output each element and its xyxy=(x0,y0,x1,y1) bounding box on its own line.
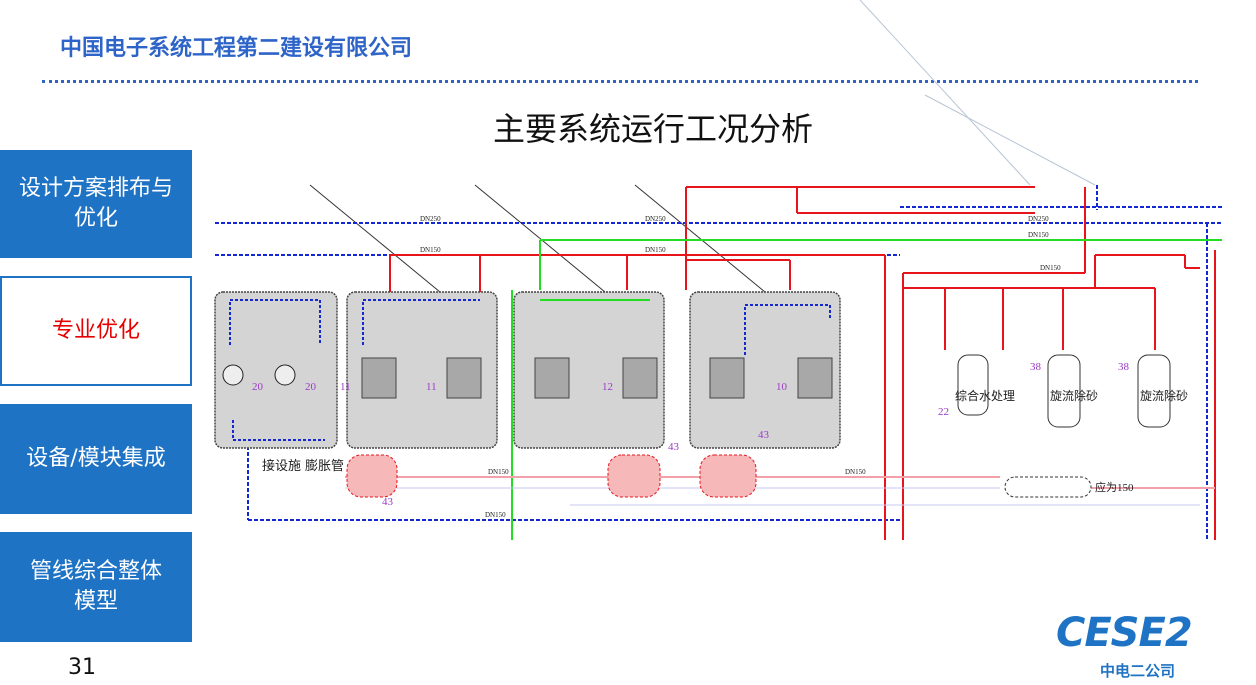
pipe-tag: DN150 xyxy=(1040,264,1061,272)
pipe-note-label: 应为150 xyxy=(1095,480,1134,494)
pipe-tag: DN150 xyxy=(420,246,441,254)
pipe-tag: DN250 xyxy=(420,215,441,223)
equip-number: 20 xyxy=(305,381,317,393)
header-divider xyxy=(42,80,1198,83)
cyclone-label-2: 旋流除砂 xyxy=(1140,388,1188,403)
logo-subtitle: 中电二公司 xyxy=(1100,662,1176,680)
piping-schematic: 接设施 膨胀管 综合水处理 旋流除砂 旋流除砂 应为150 DN250 DN25… xyxy=(214,184,1222,540)
nav-label: 专业优化 xyxy=(51,318,140,343)
equip-number: 22 xyxy=(938,406,949,418)
equip-number: 43 xyxy=(758,429,770,441)
nav-professional-optimization[interactable]: 专业优化 xyxy=(0,276,192,386)
equip-number: 10 xyxy=(776,381,788,393)
equip-number: 43 xyxy=(668,441,680,453)
logo-mark: CESE2 xyxy=(1056,610,1193,656)
equip-number: 11 xyxy=(426,381,437,393)
pipe-tag: DN150 xyxy=(485,511,506,519)
pipe-tag: DN150 xyxy=(645,246,666,254)
equip-number: 11 xyxy=(340,381,351,393)
slide-title: 主要系统运行工况分析 xyxy=(492,110,813,148)
pipe-tag: DN250 xyxy=(645,215,666,223)
nav-label: 设备/模块集成 xyxy=(26,446,166,471)
nav-design-layout-optimization[interactable]: 设计方案排布与 优化 xyxy=(0,150,192,258)
equip-number: 12 xyxy=(602,381,613,393)
nav-label: 设计方案排布与 优化 xyxy=(18,176,173,231)
equip-number: 43 xyxy=(382,496,394,508)
nav-pipeline-integrated-model[interactable]: 管线综合整体 模型 xyxy=(0,532,192,642)
pipe-tag: DN150 xyxy=(1028,231,1049,239)
company-logo: CESE2 中电二公司 xyxy=(1056,610,1206,680)
company-name: 中国电子系统工程第二建设有限公司 xyxy=(60,36,413,61)
pipe-tag: DN150 xyxy=(845,468,866,476)
equip-number: 20 xyxy=(252,381,264,393)
expansion-pipe-label: 膨胀管 xyxy=(305,458,344,473)
facility-label: 接设施 xyxy=(262,458,301,473)
water-treatment-label: 综合水处理 xyxy=(955,388,1015,403)
nav-label: 管线综合整体 模型 xyxy=(29,559,162,614)
equip-number: 38 xyxy=(1118,361,1130,373)
pipe-tag: DN150 xyxy=(488,468,509,476)
pipe-tag: DN250 xyxy=(1028,215,1049,223)
cyclone-label-1: 旋流除砂 xyxy=(1050,388,1098,403)
nav-equipment-module-integration[interactable]: 设备/模块集成 xyxy=(0,404,192,514)
page-number: 31 xyxy=(68,655,96,680)
equip-number: 38 xyxy=(1030,361,1042,373)
